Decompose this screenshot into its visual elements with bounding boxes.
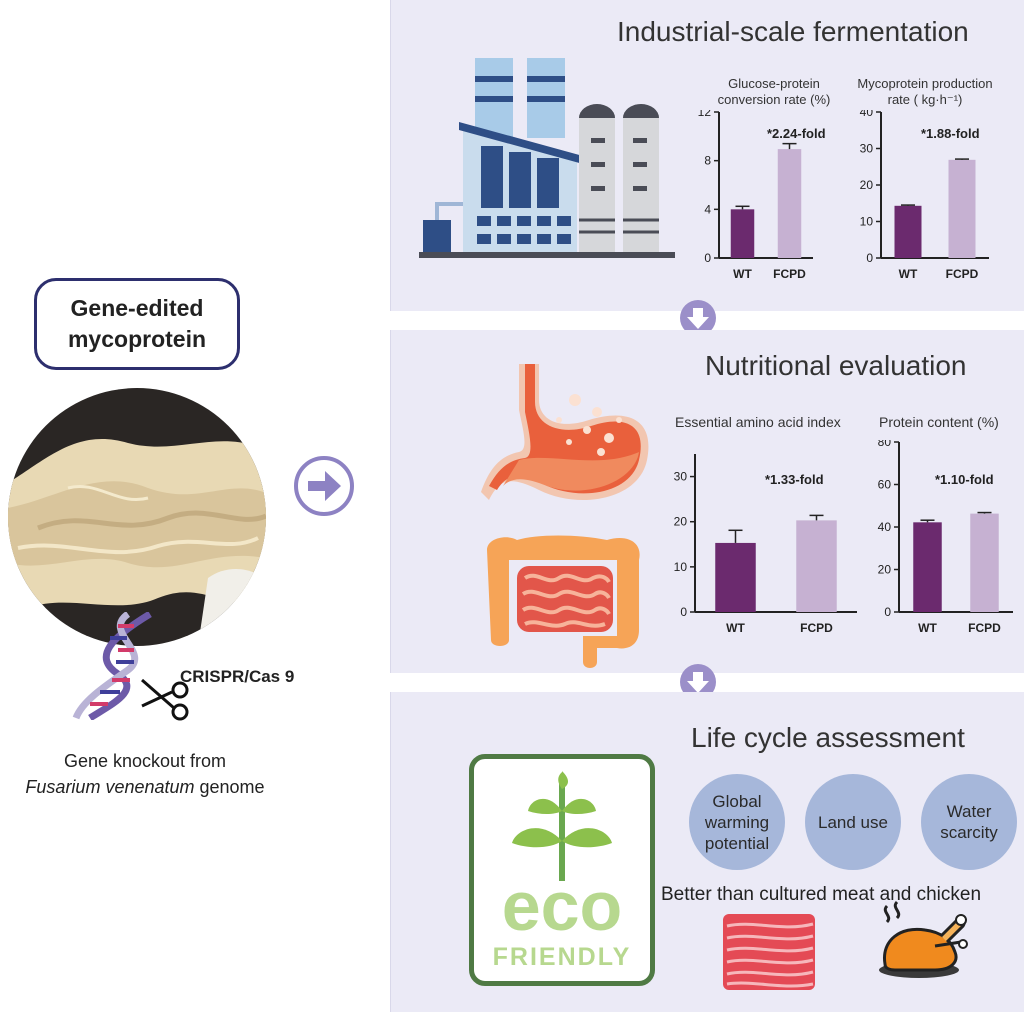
y-tick-label: 40 [860, 110, 874, 119]
bar-wt [730, 209, 755, 258]
crispr-label: CRISPR/Cas 9 [180, 667, 295, 686]
y-tick-label: 0 [680, 605, 687, 619]
lca-title: Life cycle assessment [691, 722, 965, 753]
bar-fcpd [970, 513, 999, 612]
y-tick-label: 0 [884, 605, 891, 619]
bar-wt [715, 542, 756, 612]
y-tick-label: 60 [878, 478, 892, 492]
nutrition-title: Nutritional evaluation [705, 350, 967, 381]
chart3-annotation: *1.33-fold [765, 472, 824, 487]
y-tick-label: 30 [860, 142, 874, 156]
chart3-title: Essential amino acid index [675, 414, 841, 430]
y-tick-label: 0 [866, 251, 873, 265]
chart4-title: Protein content (%) [879, 414, 999, 430]
badge-line-1: Gene-edited [70, 295, 204, 321]
y-tick-label: 20 [674, 515, 688, 529]
fermentation-title: Industrial-scale fermentation [617, 16, 969, 47]
y-tick-label: 0 [704, 251, 711, 265]
roast-chicken-icon [875, 900, 971, 998]
y-tick-label: 80 [878, 440, 892, 449]
x-tick-label: FCPD [968, 621, 1001, 635]
x-tick-label: WT [726, 621, 745, 635]
gene-edited-mycoprotein-badge: Gene-edited mycoprotein [34, 278, 240, 370]
intestine-icon [477, 530, 647, 670]
chart2-annotation: *1.88-fold [921, 126, 980, 141]
factory-icon [419, 58, 675, 258]
stomach-icon [479, 360, 659, 510]
bar-fcpd [777, 149, 802, 258]
bar-wt [913, 522, 942, 612]
y-tick-label: 8 [704, 154, 711, 168]
right-arrow-icon [293, 455, 355, 517]
comparison-text: Better than cultured meat and chicken [661, 884, 982, 905]
eco-word: eco [501, 867, 623, 945]
y-tick-label: 4 [704, 202, 711, 216]
lca-panel: Life cycle assessment eco FRIENDLY Globa… [390, 692, 1024, 1012]
fermentation-panel: Industrial-scale fermentation [390, 0, 1024, 311]
mycoprotein-photo [8, 388, 266, 646]
x-tick-label: FCPD [946, 267, 979, 281]
y-tick-label: 20 [860, 178, 874, 192]
bar-wt [894, 205, 922, 258]
badge-line-2: mycoprotein [67, 326, 207, 352]
nutrition-panel: Nutritional evaluation Essential amino [390, 330, 1024, 673]
x-tick-label: FCPD [800, 621, 833, 635]
chart4-annotation: *1.10-fold [935, 472, 994, 487]
x-tick-label: WT [733, 267, 752, 281]
chart1-title: Glucose-protein conversion rate (%) [704, 76, 844, 108]
cultured-meat-icon [723, 912, 819, 992]
y-tick-label: 12 [698, 110, 712, 119]
y-tick-label: 40 [878, 520, 892, 534]
x-tick-label: FCPD [773, 267, 806, 281]
bar-fcpd [948, 159, 976, 258]
chart2-title: Mycoprotein production rate ( kg·h⁻¹) [854, 76, 996, 108]
eco-friendly-badge: eco FRIENDLY [469, 754, 655, 986]
y-tick-label: 10 [674, 560, 688, 574]
lca-circle-land-use: Land use [805, 774, 901, 870]
friendly-word: FRIENDLY [492, 943, 632, 971]
y-tick-label: 10 [860, 215, 874, 229]
x-tick-label: WT [918, 621, 937, 635]
y-tick-label: 20 [878, 563, 892, 577]
knockout-line-2: Fusarium venenatum genome [0, 774, 290, 800]
knockout-line-1: Gene knockout from [63, 751, 227, 771]
lca-circle-water-scarcity: Water scarcity [921, 774, 1017, 870]
chart2-title-text: Mycoprotein production rate ( kg·h⁻¹) [857, 76, 993, 107]
species-name: Fusarium venenatum [25, 777, 195, 797]
dna-icon [72, 611, 164, 721]
knockout-caption: Gene knockout from Fusarium venenatum ge… [0, 748, 290, 800]
x-tick-label: WT [899, 267, 918, 281]
lca-circle-global-warming: Global warming potential [689, 774, 785, 870]
y-tick-label: 30 [674, 470, 688, 484]
chart1-title-text: Glucose-protein conversion rate (%) [717, 76, 831, 107]
bar-fcpd [796, 520, 837, 612]
chart1-annotation: *2.24-fold [767, 126, 826, 141]
plant-icon [512, 771, 612, 881]
genome-word: genome [194, 777, 265, 797]
scissors-icon [138, 676, 194, 724]
